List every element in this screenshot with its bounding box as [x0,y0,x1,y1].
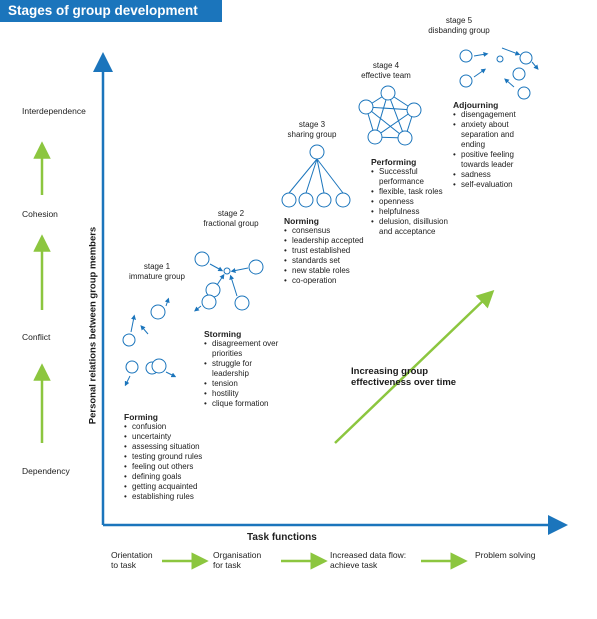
list-item: positive feeling towards leader [453,150,533,170]
list-item: self-evaluation [453,180,533,190]
stage1-label: stage 1 immature group [128,262,186,281]
adjourning-group: Adjourning disengagement anxiety about s… [453,100,533,190]
level-interdependence: Interdependence [22,106,86,116]
storming-group: Storming disagreement over priorities st… [204,329,284,409]
stage1-network [122,297,177,387]
stage3-label: stage 3 sharing group [287,120,337,139]
x-axis-title: Task functions [247,532,317,543]
list-item: feeling out others [124,462,224,472]
list-item: helpfulness [371,207,453,217]
list-item: trust established [284,246,366,256]
list-item: hostility [204,389,284,399]
stage5-network [459,47,539,100]
list-item: openness [371,197,453,207]
level-conflict: Conflict [22,332,51,342]
effectiveness-arrow [334,289,495,444]
storming-heading: Storming [204,329,242,339]
list-item: disengagement [453,110,533,120]
stage5-label: stage 5 disbanding group [428,16,490,35]
list-item: defining goals [124,472,224,482]
list-item: uncertainty [124,432,224,442]
list-item: testing ground rules [124,452,224,462]
list-item: new stable roles [284,266,366,276]
diagram-title: Stages of group development [0,0,222,22]
list-item: anxiety about separation and ending [453,120,533,150]
stage3-network [281,144,351,208]
stage4-network [358,85,422,146]
list-item: flexible, task roles [371,187,453,197]
list-item: leadership accepted [284,236,366,246]
list-item: delusion, disillusion and acceptance [371,217,453,237]
level-cohesion: Cohesion [22,209,58,219]
y-axis-title: Personal relations between group members [87,226,99,425]
performing-group: Performing Successful performance flexib… [371,157,453,237]
performing-heading: Performing [371,157,417,167]
list-item: tension [204,379,284,389]
forming-group: Forming confusion uncertainty assessing … [124,412,224,502]
step-data-flow: Increased data flow: achieve task [330,550,407,570]
list-item: assessing situation [124,442,224,452]
list-item: getting acquainted [124,482,224,492]
list-item: establishing rules [124,492,224,502]
norming-heading: Norming [284,216,319,226]
list-item: co-operation [284,276,366,286]
list-item: Successful performance [371,167,453,187]
list-item: struggle for leadership [204,359,284,379]
stage4-label: stage 4 effective team [361,61,411,80]
list-item: standards set [284,256,366,266]
list-item: disagreement over priorities [204,339,284,359]
forming-heading: Forming [124,412,158,422]
stage2-label: stage 2 fractional group [203,209,259,228]
list-item: consensus [284,226,366,236]
stage2-network [194,251,264,312]
step-problem-solving: Problem solving [475,550,536,560]
step-organisation: Organisation for task [213,550,262,570]
level-dependency: Dependency [22,466,70,476]
adjourning-heading: Adjourning [453,100,499,110]
step-orientation: Orientation to task [111,550,153,570]
list-item: clique formation [204,399,284,409]
effectiveness-label: Increasing group effectiveness over time [351,366,457,388]
list-item: confusion [124,422,224,432]
list-item: sadness [453,170,533,180]
norming-group: Norming consensus leadership accepted tr… [284,216,366,286]
